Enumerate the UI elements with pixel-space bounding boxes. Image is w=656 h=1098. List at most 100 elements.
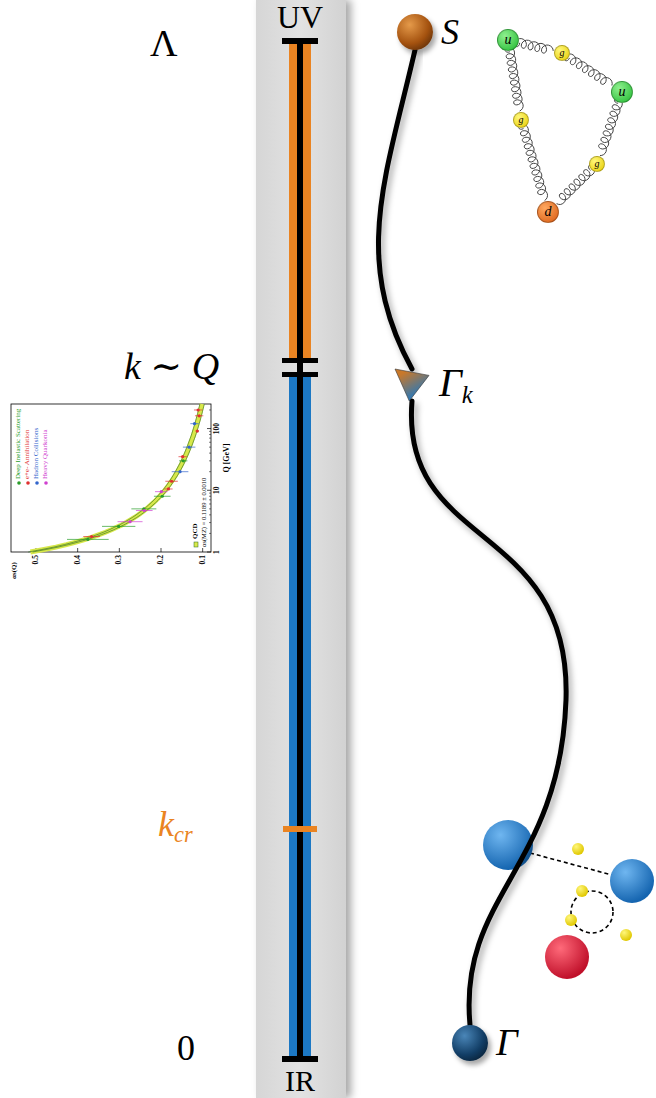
qcd-legend-marker xyxy=(194,542,198,547)
scale-label: 0 xyxy=(177,1030,195,1066)
axis-title: Q [GeV] xyxy=(223,443,231,472)
axis-tick xyxy=(209,471,211,472)
legend-text: e+e- Annihilation xyxy=(24,430,31,479)
exchange-line xyxy=(530,853,612,875)
scale-axis xyxy=(297,40,303,1060)
data-point xyxy=(117,525,120,528)
quark-circle: g xyxy=(513,112,529,128)
legend-marker xyxy=(26,481,30,485)
data-point xyxy=(188,446,191,449)
data-point xyxy=(90,535,93,538)
scale-label: Λ xyxy=(150,24,178,62)
action-ball: Γ xyxy=(452,1025,488,1061)
data-point xyxy=(197,408,200,411)
triangle xyxy=(395,369,429,401)
plot-frame xyxy=(11,404,211,552)
uv-tick xyxy=(282,38,318,44)
gluon-spring xyxy=(599,98,623,155)
data-point xyxy=(128,520,131,523)
quark-letter: g xyxy=(560,48,565,58)
axis-tick xyxy=(209,460,211,461)
q-tick xyxy=(282,372,318,377)
axis-tick xyxy=(119,548,120,552)
data-point xyxy=(178,470,181,473)
tick-label: 0.2 xyxy=(157,555,165,564)
tick-label: 0.3 xyxy=(115,555,123,564)
gluon-spring xyxy=(515,39,554,54)
data-point xyxy=(86,538,89,541)
legend-text: Heavy Quarkonia xyxy=(42,429,49,479)
legend-marker xyxy=(35,481,39,485)
q-tick xyxy=(282,358,318,363)
data-point xyxy=(196,429,199,432)
gluon-spring xyxy=(505,47,523,111)
axis-tick xyxy=(209,522,211,523)
data-point xyxy=(198,414,201,417)
axis-tick xyxy=(209,496,211,497)
axis-tick xyxy=(209,533,211,534)
quark-letter: d xyxy=(545,205,552,219)
axis-tick xyxy=(209,453,211,454)
quark-circle: u xyxy=(497,29,519,51)
axis-tick xyxy=(209,514,211,515)
axis-tick xyxy=(209,431,211,432)
quark-circle: g xyxy=(589,156,605,172)
flow-curve xyxy=(411,401,566,1025)
axis-tick xyxy=(209,409,211,410)
data-point xyxy=(170,480,173,483)
node-label: Γk xyxy=(439,363,473,403)
node-label: Γ xyxy=(496,1023,518,1061)
gluon-spring xyxy=(519,124,548,200)
quark-circle: u xyxy=(611,81,633,103)
tick-label: 10 xyxy=(213,487,221,495)
triangle-shape xyxy=(395,369,429,401)
quark-circle: g xyxy=(554,45,570,61)
alpha-s-plot: Deep Inelastic Scatteringe+e- Annihilati… xyxy=(5,400,245,580)
tick-label: 0.5 xyxy=(32,555,40,564)
tick-label: 1 xyxy=(213,550,221,554)
scale-label: IR xyxy=(285,1066,315,1096)
qcd-band-edge xyxy=(33,404,205,552)
scale-label: kcr xyxy=(158,806,193,842)
data-point xyxy=(161,495,164,498)
meson-dot xyxy=(565,914,577,926)
hadron xyxy=(483,820,533,870)
axis-tick xyxy=(77,548,78,552)
meson-dot xyxy=(620,929,632,941)
tick-label: 100 xyxy=(213,423,221,434)
legend-text: Hadron Collisions xyxy=(33,428,40,479)
legend-text: Deep Inelastic Scattering xyxy=(15,409,22,479)
data-point xyxy=(181,455,184,458)
scale-label: UV xyxy=(277,1,323,33)
effective-action-marker: Γk xyxy=(395,369,429,401)
data-point xyxy=(143,509,146,512)
kcr-tick xyxy=(283,826,317,832)
data-point xyxy=(160,490,163,493)
meson-dot xyxy=(576,885,588,897)
fit-value: αs(MZ) = 0.1189 ± 0.0010 xyxy=(201,478,208,547)
qcd-band xyxy=(30,404,202,552)
axis-title: αs(Q) xyxy=(11,562,18,579)
ir-tick xyxy=(282,1056,318,1062)
curve-label: QCD xyxy=(192,523,199,539)
scale-label: k ∼ Q xyxy=(124,347,219,385)
axis-tick xyxy=(202,548,203,552)
data-point xyxy=(193,422,196,425)
loop-line xyxy=(571,891,613,933)
hadron xyxy=(545,935,589,979)
axis-tick xyxy=(209,434,211,435)
flow-curve xyxy=(378,50,415,369)
action-ball: S xyxy=(397,14,433,50)
plot-graphics xyxy=(5,400,245,580)
hadron xyxy=(610,859,654,903)
meson-dot xyxy=(572,843,584,855)
quark-letter: g xyxy=(519,115,524,125)
quark-letter: g xyxy=(595,159,600,169)
axis-tick xyxy=(207,552,211,553)
node-label: S xyxy=(441,14,459,50)
axis-tick xyxy=(209,503,211,504)
quark-circle: d xyxy=(537,201,559,223)
tick-label: 0.4 xyxy=(74,555,82,564)
tick-label: 0.1 xyxy=(199,555,207,564)
